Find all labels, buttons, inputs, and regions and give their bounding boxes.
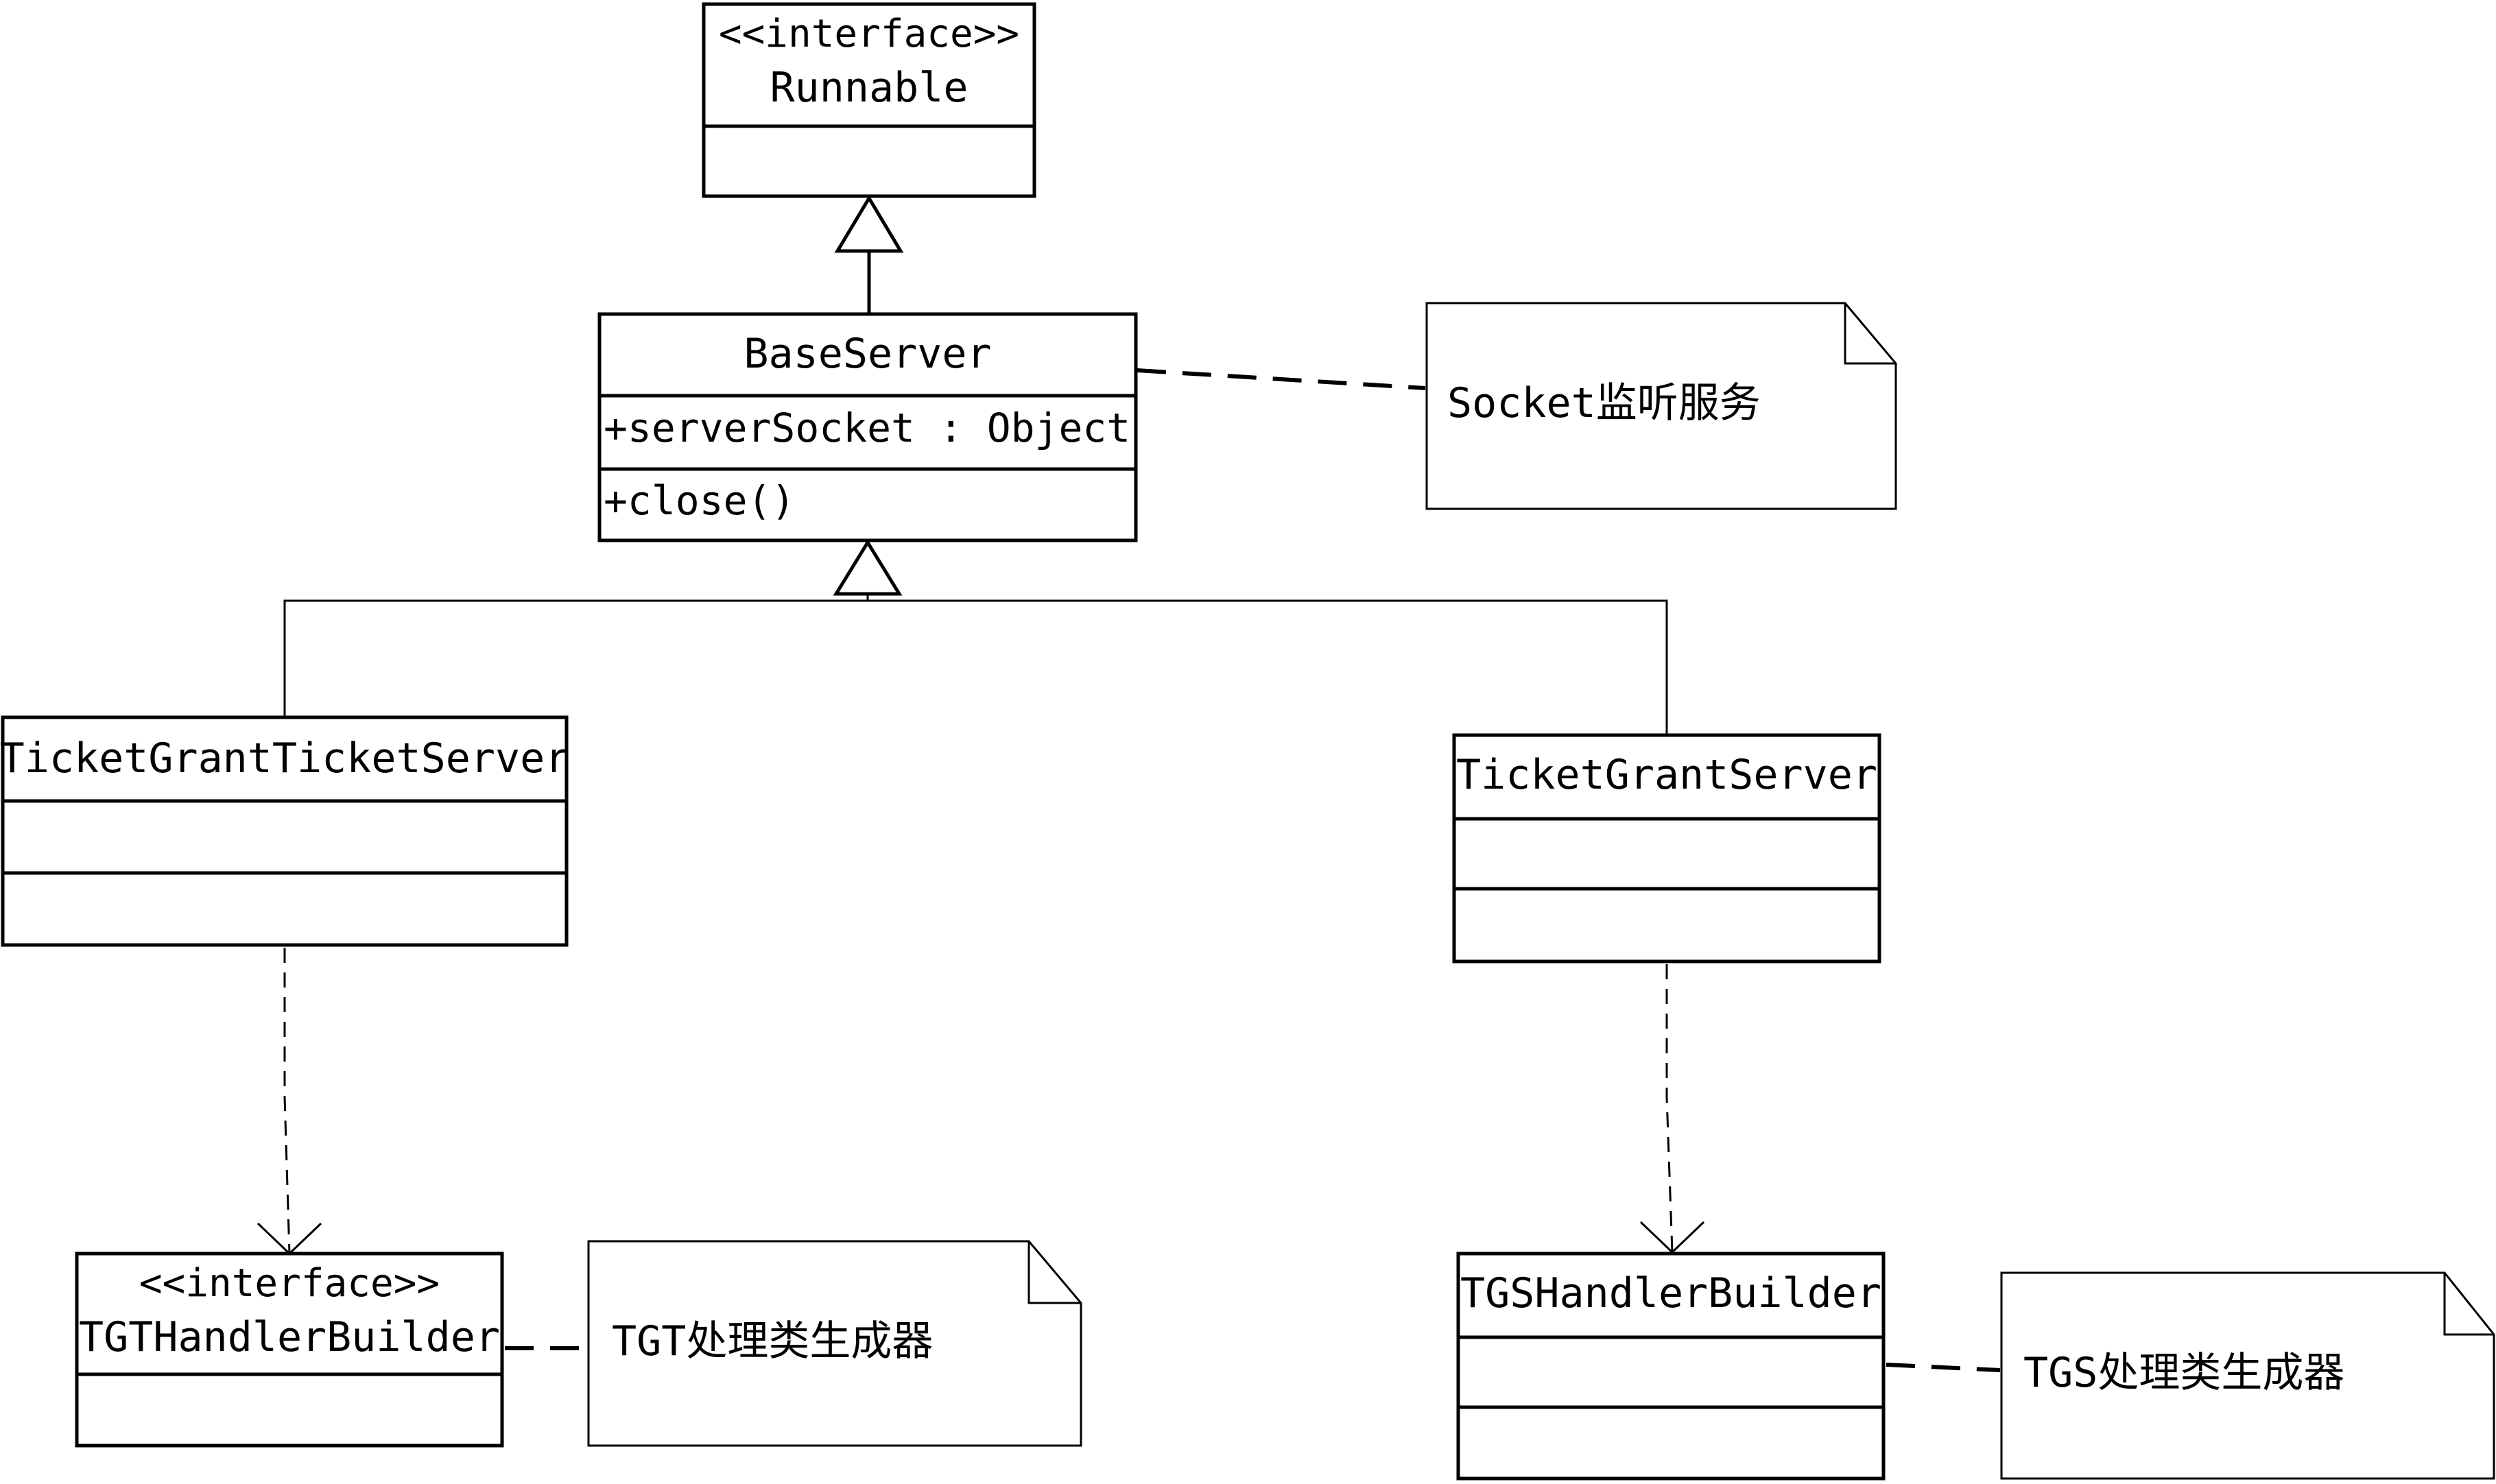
generalization-baseserver-runnable xyxy=(834,195,904,314)
baseserver-attribute: +serverSocket : Object xyxy=(604,405,1130,451)
class-ticketgrantserver[interactable]: TicketGrantServer xyxy=(1452,733,1881,964)
note-tgs-text: TGS处理类生成器 xyxy=(2023,1349,2344,1397)
class-tgshandlerbuilder[interactable]: TGSHandlerBuilder xyxy=(1456,1252,1886,1481)
note-socket-text: Socket监听服务 xyxy=(1447,379,1761,427)
note-tgs: TGS处理类生成器 xyxy=(2000,1271,2495,1480)
class-tgthandlerbuilder[interactable]: <<interface>> TGTHandlerBuilder xyxy=(75,1252,504,1448)
dependency-tgt xyxy=(257,948,322,1256)
baseserver-method: +close() xyxy=(604,477,795,524)
class-ticketgrantticketserver[interactable]: TicketGrantTicketServer xyxy=(0,715,569,947)
baseserver-name: BaseServer xyxy=(744,330,991,378)
tgthandlerbuilder-stereotype: <<interface>> xyxy=(139,1261,440,1306)
note-link-tgs xyxy=(1886,1363,2001,1372)
note-link-socket xyxy=(1137,368,1426,390)
generalization-servers-baseserver xyxy=(283,539,1668,735)
dependency-tgs xyxy=(1639,964,1705,1254)
ticketgrantserver-name: TicketGrantServer xyxy=(1456,751,1877,799)
class-baseserver[interactable]: BaseServer +serverSocket : Object +close… xyxy=(597,312,1138,542)
tgshandlerbuilder-name: TGSHandlerBuilder xyxy=(1460,1269,1881,1317)
note-socket: Socket监听服务 xyxy=(1425,302,1897,510)
ticketgrantticketserver-name: TicketGrantTicketServer xyxy=(0,734,569,782)
runnable-name: Runnable xyxy=(770,64,968,112)
note-tgt-text: TGT处理类生成器 xyxy=(612,1317,933,1365)
class-runnable[interactable]: <<interface>> Runnable xyxy=(702,2,1036,198)
note-tgt: TGT处理类生成器 xyxy=(587,1240,1082,1447)
tgthandlerbuilder-name: TGTHandlerBuilder xyxy=(79,1313,500,1361)
runnable-stereotype: <<interface>> xyxy=(719,12,1019,56)
